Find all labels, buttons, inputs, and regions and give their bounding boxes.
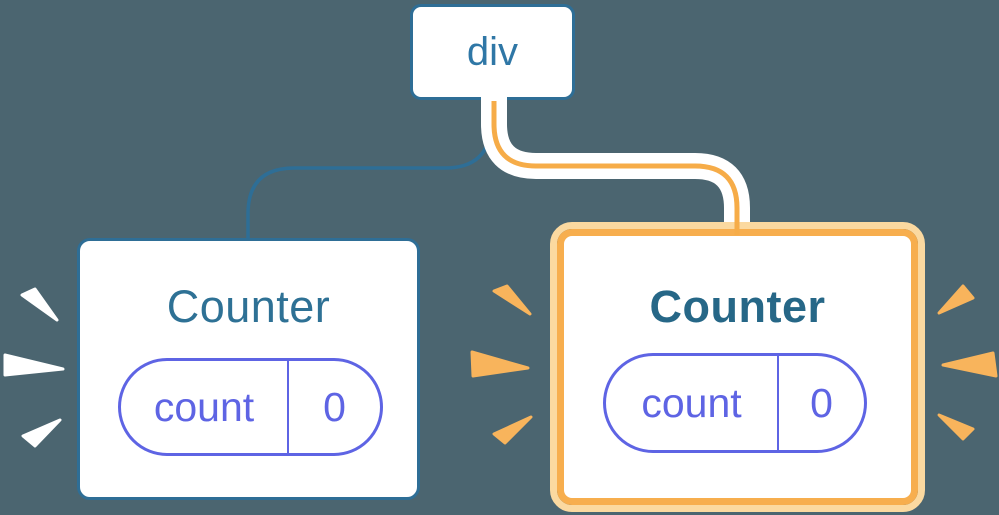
left-counter-burst [3,287,65,448]
counter-node-right-highlight-ring: Counter count 0 [550,222,925,512]
edge-to-right-counter [491,101,740,235]
state-name: count [641,379,742,426]
counter-node-left: Counter count 0 [77,238,420,500]
burst-spike-icon [492,415,533,445]
burst-spike-icon [470,350,530,378]
burst-spike-icon [20,287,59,322]
burst-spike-icon [21,418,62,448]
root-node-div: div [410,4,575,100]
counter-title: Counter [166,281,331,332]
state-value: 0 [287,361,380,453]
burst-spike-icon [492,284,532,316]
burst-spike-icon [937,413,975,441]
edge-to-left-counter [246,100,493,242]
burst-spike-icon [937,284,975,315]
state-name: count [153,383,255,430]
root-node-label: div [466,29,519,74]
right-counter-burst-right [937,284,998,441]
counter-node-right: Counter count 0 [557,229,918,505]
state-pill: count 0 [118,358,383,456]
state-pill: count 0 [603,353,867,453]
counter-title: Counter [649,281,826,332]
edge-to-right-counter-casing [481,96,750,226]
burst-spike-icon [3,353,65,377]
right-counter-burst-left [470,284,533,445]
burst-spike-icon [941,351,998,378]
state-value: 0 [777,356,864,450]
